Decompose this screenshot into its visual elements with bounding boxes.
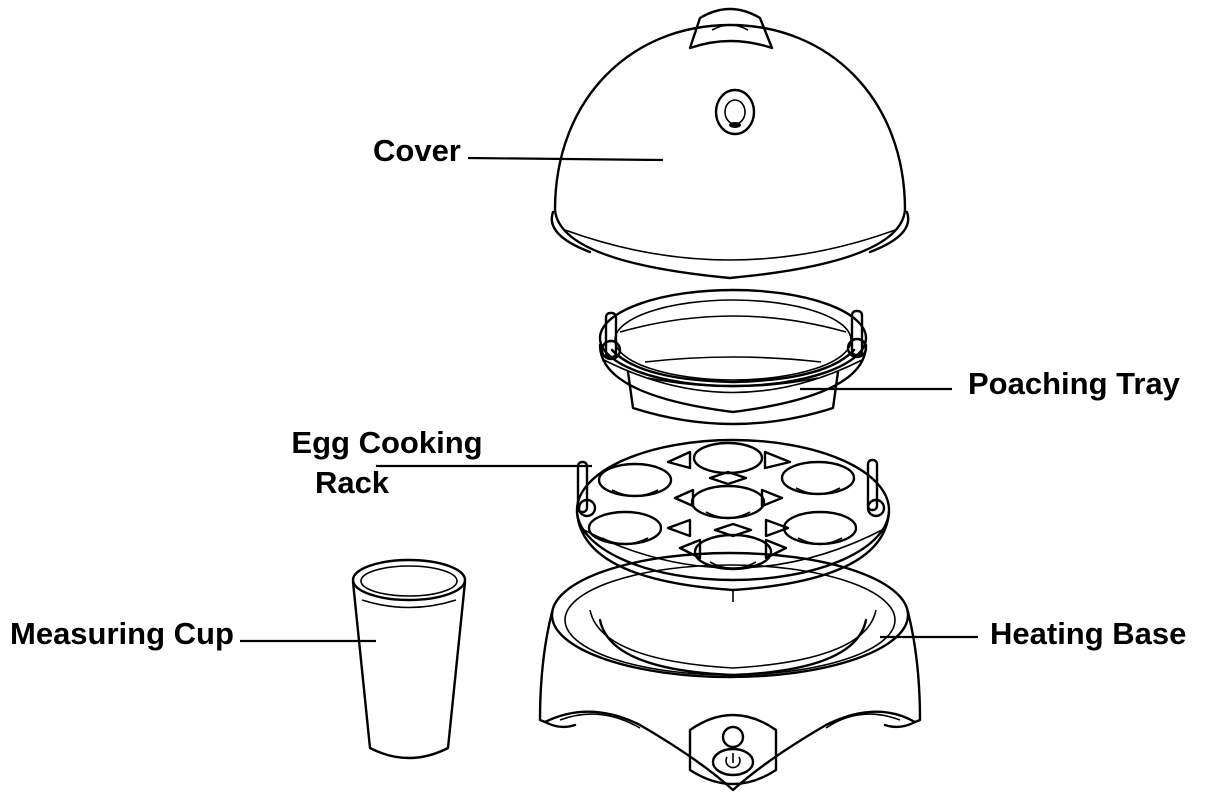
measuring-cup-label: Measuring Cup xyxy=(10,616,234,651)
cover-leader xyxy=(467,156,664,162)
leader-lines xyxy=(240,156,978,643)
cover-part xyxy=(550,7,910,280)
power-button-outline xyxy=(711,747,755,777)
egg-rack-label-line1: Egg Cooking xyxy=(291,425,483,460)
egg-rack-part xyxy=(575,438,891,602)
power-icon xyxy=(725,753,741,769)
cover-label: Cover xyxy=(373,133,461,168)
poaching-tray-label: Poaching Tray xyxy=(968,366,1180,401)
indicator-light-icon xyxy=(721,725,745,749)
egg-rack-label-line2: Rack xyxy=(314,465,390,500)
measuring-cup-part xyxy=(351,558,467,760)
poaching-tray-part xyxy=(598,288,868,426)
heating-base-label: Heating Base xyxy=(990,616,1187,651)
heating-base-part xyxy=(538,551,922,792)
